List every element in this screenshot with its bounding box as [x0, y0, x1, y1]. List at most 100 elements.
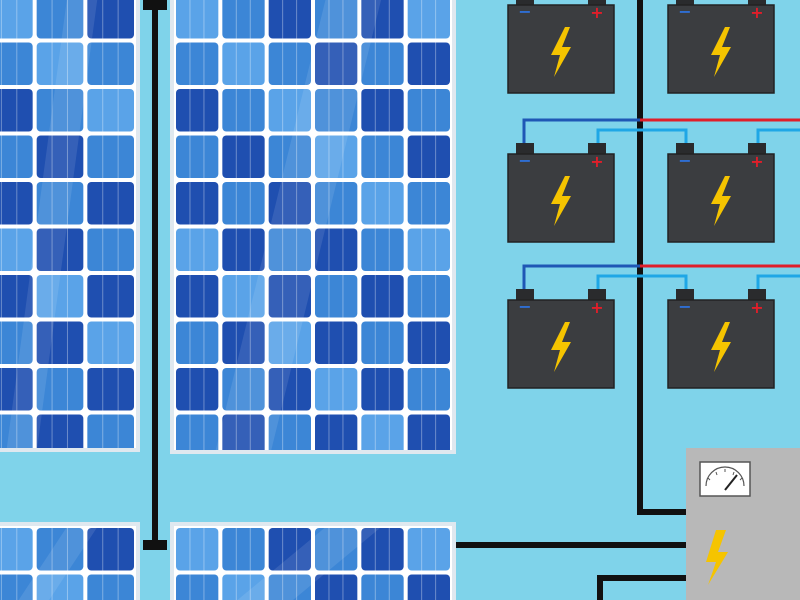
negative-terminal: [516, 143, 534, 154]
inverter-box: [686, 448, 800, 600]
solar-cell: [222, 135, 265, 178]
solar-cell: [176, 135, 219, 178]
solar-cell: [268, 275, 311, 318]
solar-cell: [268, 135, 311, 178]
solar-cell: [176, 528, 219, 571]
solar-cell: [222, 42, 265, 85]
solar-cell: [268, 321, 311, 364]
battery-row1-right: −+: [667, 0, 775, 94]
solar-cell: [36, 182, 84, 225]
row2-negative-wire: [522, 118, 640, 152]
solar-cell: [315, 182, 358, 225]
solar-cell: [0, 574, 33, 600]
solar-cell: [268, 42, 311, 85]
solar-cell: [315, 574, 358, 600]
solar-cell: [315, 135, 358, 178]
solar-cell: [0, 135, 33, 178]
solar-cell: [315, 321, 358, 364]
positive-symbol: +: [750, 3, 763, 22]
positive-terminal: [588, 0, 606, 5]
panel-face: [174, 0, 452, 450]
solar-panel-bottom-right: [170, 522, 456, 600]
negative-symbol: −: [678, 297, 691, 316]
solar-cell: [87, 89, 134, 132]
negative-terminal: [676, 289, 694, 300]
positive-symbol: +: [590, 298, 603, 317]
lightning-bolt-icon: [551, 176, 571, 226]
positive-symbol: +: [590, 3, 603, 22]
solar-cell: [36, 414, 84, 448]
panel-cells: [176, 0, 450, 450]
solar-cell: [315, 0, 358, 39]
positive-terminal: [748, 289, 766, 300]
solar-cell: [0, 528, 33, 571]
negative-symbol: −: [678, 151, 691, 170]
solar-cell: [176, 42, 219, 85]
solar-cell: [0, 228, 33, 271]
negative-terminal: [516, 0, 534, 5]
solar-cell: [176, 228, 219, 271]
solar-cell: [87, 321, 134, 364]
solar-cell: [361, 528, 404, 571]
row3-negative-wire: [522, 264, 640, 298]
solar-cell: [407, 368, 450, 411]
negative-symbol: −: [518, 151, 531, 170]
solar-cell: [315, 368, 358, 411]
solar-cell: [0, 42, 33, 85]
battery-row2-right: −+: [667, 143, 775, 243]
solar-cell: [36, 368, 84, 411]
panel-cells: [0, 528, 134, 600]
solar-cell: [36, 228, 84, 271]
solar-cell: [222, 228, 265, 271]
lightning-bolt-icon: [706, 530, 728, 585]
solar-cell: [407, 0, 450, 39]
solar-cell: [0, 414, 33, 448]
battery-row3-right: −+: [667, 289, 775, 389]
lightning-bolt-icon: [551, 27, 571, 77]
negative-symbol: −: [678, 2, 691, 21]
solar-cell: [87, 368, 134, 411]
solar-cell: [407, 89, 450, 132]
solar-cell: [361, 275, 404, 318]
panel-cells: [176, 528, 450, 600]
solar-cell: [87, 42, 134, 85]
battery-row1-left: −+: [507, 0, 615, 94]
panel-glare: [215, 0, 382, 450]
positive-terminal: [588, 143, 606, 154]
solar-cell: [361, 574, 404, 600]
solar-cell: [407, 528, 450, 571]
solar-cell: [0, 89, 33, 132]
solar-cell: [407, 135, 450, 178]
solar-cell: [268, 574, 311, 600]
solar-cell: [87, 0, 134, 39]
solar-cell: [222, 321, 265, 364]
solar-cell: [361, 89, 404, 132]
solar-cell: [361, 368, 404, 411]
solar-cell: [315, 275, 358, 318]
solar-cell: [222, 528, 265, 571]
solar-cell: [176, 414, 219, 450]
panel-glare: [18, 526, 98, 600]
panel-glare: [6, 0, 98, 448]
solar-cell: [407, 321, 450, 364]
panel-glare: [237, 526, 383, 600]
lightning-bolt-icon: [551, 322, 571, 372]
solar-cell: [361, 321, 404, 364]
solar-cell: [87, 414, 134, 448]
positive-symbol: +: [590, 152, 603, 171]
solar-cell: [222, 368, 265, 411]
panel-cells: [0, 0, 134, 448]
negative-terminal: [676, 0, 694, 5]
solar-cell: [268, 528, 311, 571]
lightning-bolt-icon: [711, 322, 731, 372]
solar-cell: [361, 182, 404, 225]
negative-symbol: −: [518, 297, 531, 316]
solar-cell: [361, 228, 404, 271]
solar-cell: [176, 574, 219, 600]
solar-cell: [0, 321, 33, 364]
solar-cell: [222, 414, 265, 450]
positive-terminal: [588, 289, 606, 300]
battery-to-inverter-wire: [637, 0, 690, 515]
solar-cell: [315, 414, 358, 450]
